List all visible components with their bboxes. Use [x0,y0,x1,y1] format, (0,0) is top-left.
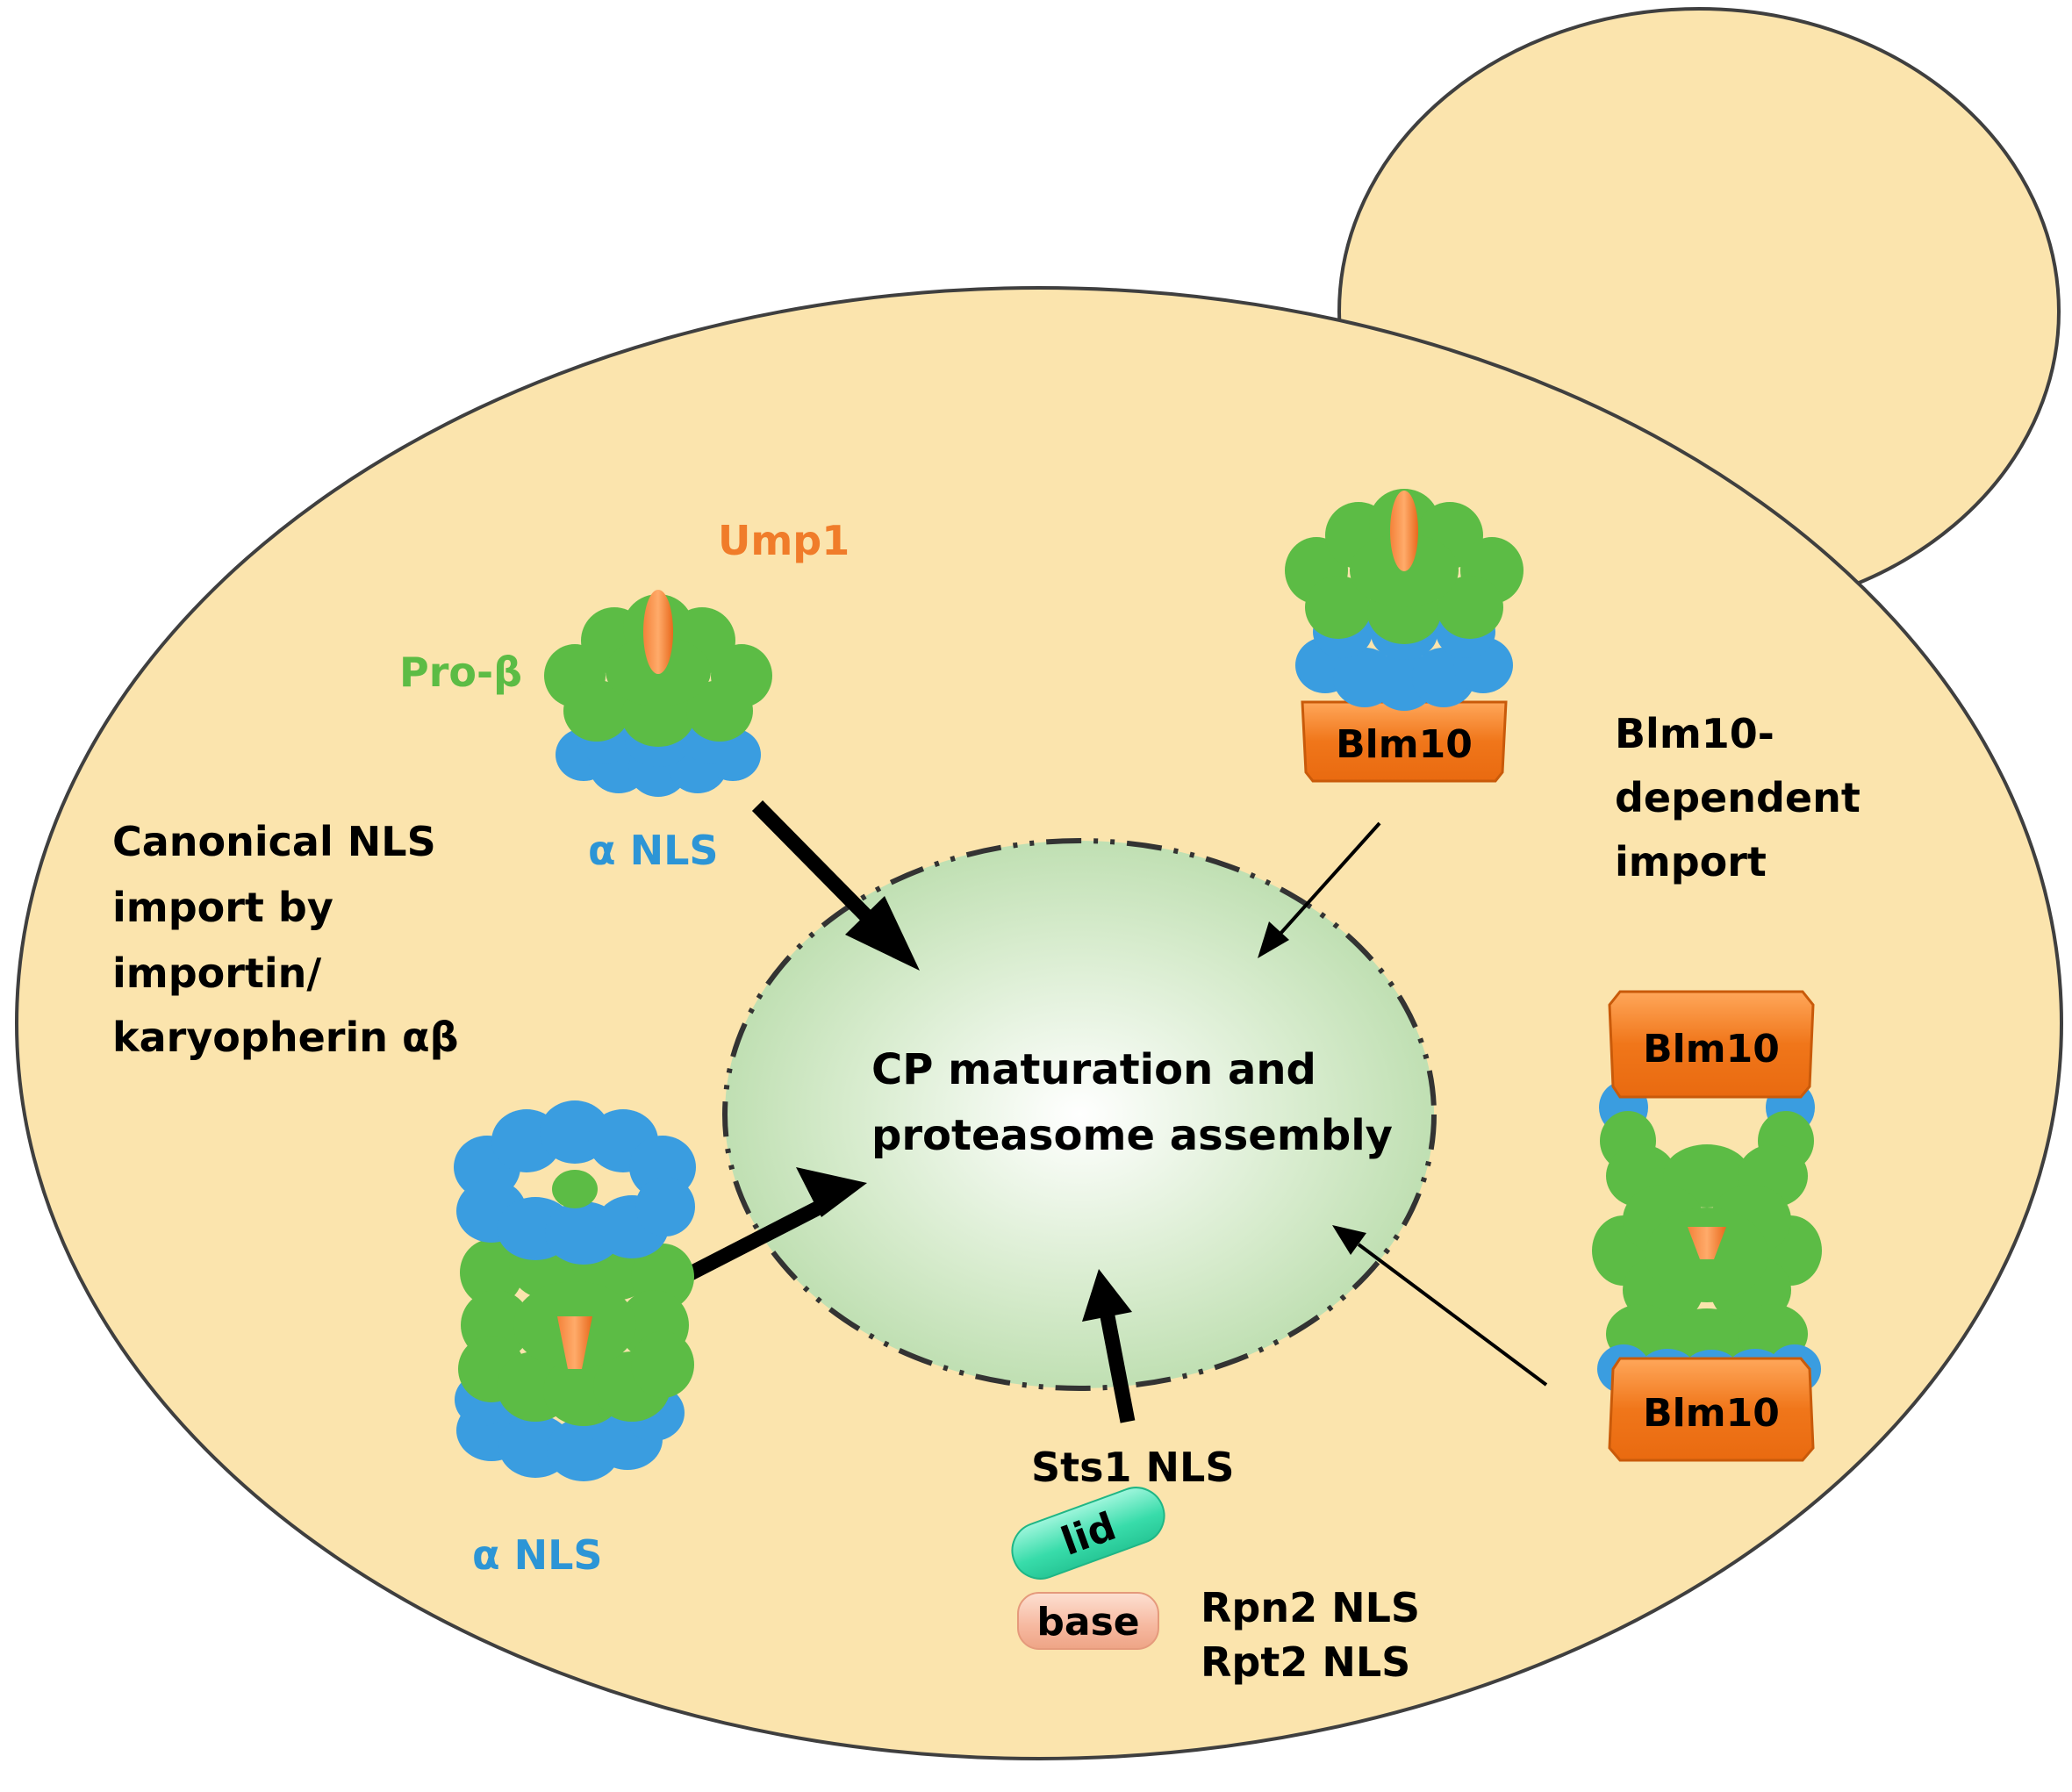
canonical-label-line4: karyopherin αβ [112,1014,459,1061]
alpha-nls-bottom-label: α NLS [472,1531,603,1579]
arrow-blm10-cp-to-nucleus [1332,1225,1548,1387]
arrows [685,800,1548,1423]
canonical-label-line2: import by [112,884,333,931]
ump1-cavity [557,1316,592,1369]
blm10-precursor-label: Blm10 [1336,722,1473,767]
canonical-label-line3: importin/ [112,950,321,997]
core-particle-icon [454,1100,696,1481]
blm10-cp-upper-label: Blm10 [1643,1027,1780,1072]
proteasome-precursor-icon [544,590,772,797]
rpn2-nls-label: Rpn2 NLS [1201,1584,1420,1631]
arrow-blm10-precursor-to-nucleus [1258,821,1381,958]
base-particle [1017,1592,1159,1650]
sts1-nls-label: Sts1 NLS [1031,1444,1234,1491]
blm10-cap-lower [1608,1357,1815,1462]
blm10-cp-lower-label: Blm10 [1643,1391,1780,1436]
alpha-pore [552,1170,598,1208]
beta-rings [1592,1111,1822,1368]
rpt2-nls-label: Rpt2 NLS [1201,1638,1410,1686]
arrow-lid-base-to-nucleus [1082,1269,1136,1423]
arrow-cp-to-nucleus [685,1167,867,1281]
ump1-label: Ump1 [718,517,850,564]
nucleus-label-line2: proteasome assembly [871,1111,1393,1160]
arrow-precursor-to-nucleus [751,800,920,971]
pro-beta-label: Pro-β [399,649,522,696]
base-label: base [1036,1600,1139,1645]
blm10-dependent-line2: dependent [1615,774,1860,821]
blm10-cap [1301,700,1508,783]
nucleus [722,838,1437,1391]
blm10-precursor-icon [1285,489,1524,783]
lid-particle [1011,1487,1165,1580]
blm10-core-particle-icon [1592,990,1822,1462]
blm10-dependent-line3: import [1615,838,1767,885]
alpha-ring-upper [454,1100,696,1265]
alpha-nls-top-label: α NLS [588,827,719,874]
ump1 [643,590,673,674]
nucleus-label-line1: CP maturation and [871,1045,1316,1094]
pro-beta-ring [544,594,772,747]
ump1-cavity [1688,1227,1726,1259]
ump1 [1390,491,1418,571]
blm10-cap-upper [1608,990,1815,1099]
blm10-dependent-line1: Blm10- [1615,710,1774,757]
canonical-label-line1: Canonical NLS [112,818,436,865]
